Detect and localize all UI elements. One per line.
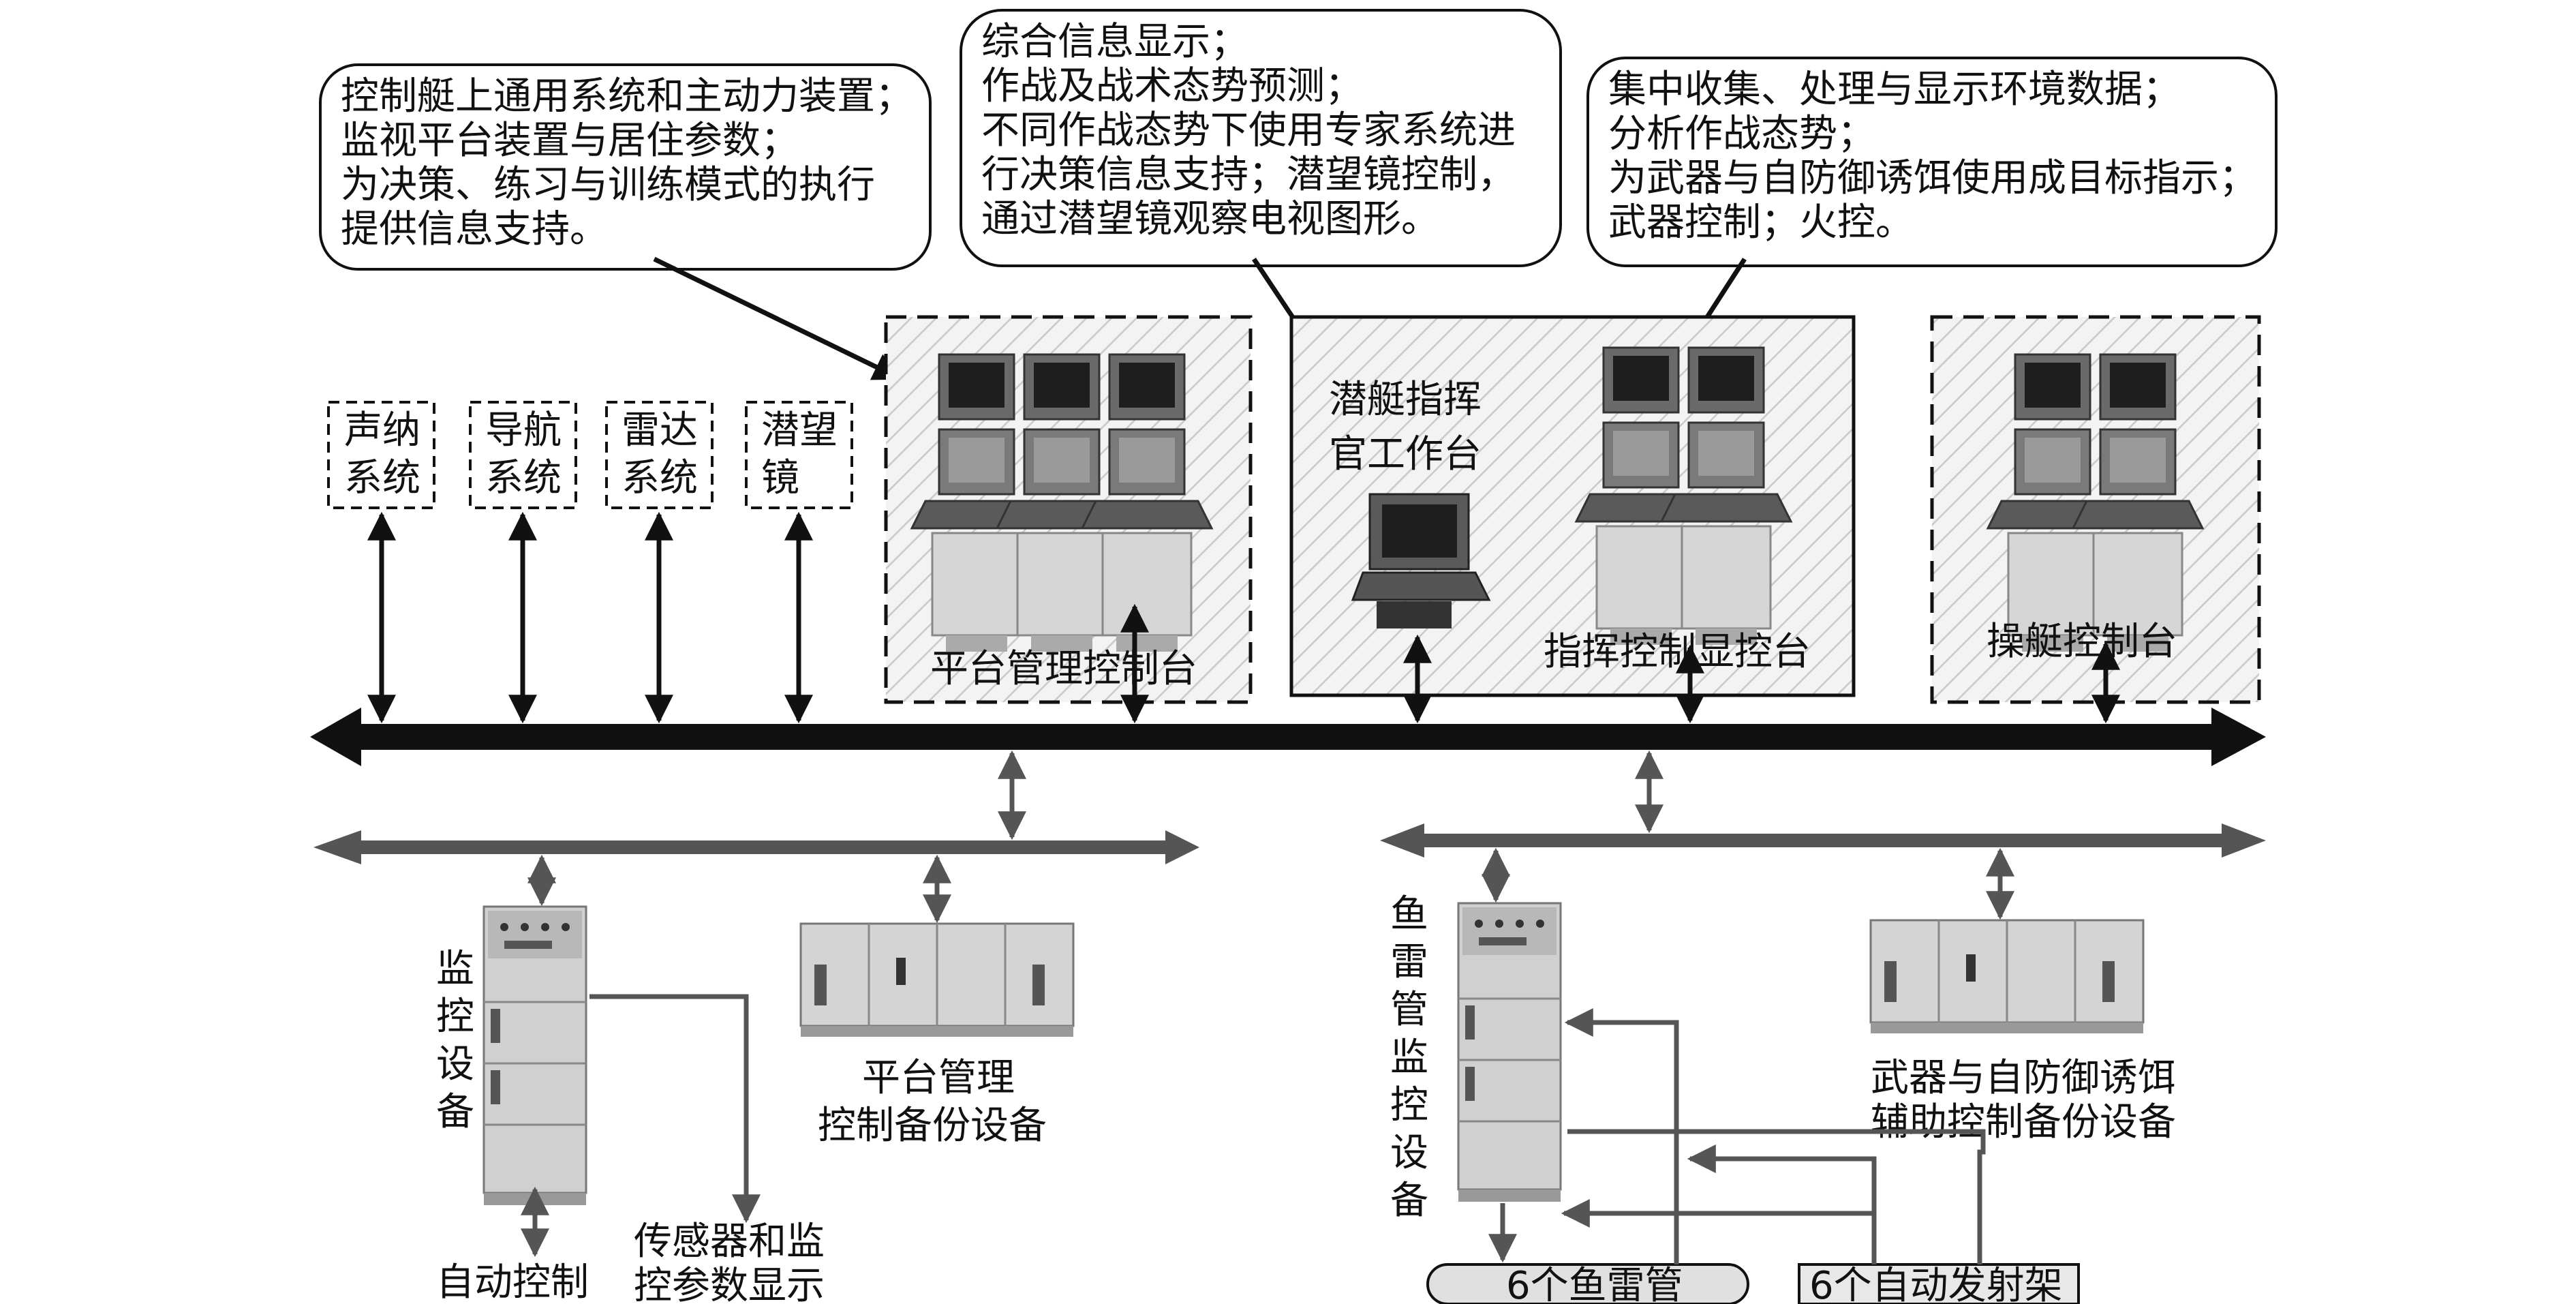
- main-network-bus: [310, 708, 2266, 766]
- monitoring-label-char-4: 备: [436, 1090, 474, 1134]
- callout-command-line-2: 作战及战术态势预测；: [981, 64, 1363, 108]
- platform-backup-line-1: 平台管理: [862, 1056, 1015, 1100]
- torpedo-label-char-5: 控: [1390, 1083, 1428, 1127]
- radar-system-box: 雷达 系统: [605, 401, 714, 509]
- tubes-feedback-link-1: [1564, 1008, 1679, 1264]
- platform-console-image: [910, 353, 1213, 653]
- navigation-system-box: 导航 系统: [469, 401, 577, 509]
- callout-command-line-5: 通过潜望镜观察电视图形。: [981, 197, 1439, 241]
- weapon-sub-bus: [1380, 823, 2266, 858]
- launchers-feedback-link-1: [1687, 1144, 1877, 1264]
- radar-system-line-1: 雷达: [622, 408, 698, 453]
- auto-launchers-box: 6个自动发射架: [1798, 1263, 2080, 1304]
- torpedo-label-char-1: 鱼: [1390, 892, 1428, 937]
- callout-command: 综合信息显示； 作战及战术态势预测； 不同作战态势下使用专家系统进 行决策信息支…: [960, 9, 1562, 267]
- navigation-system-line-1: 导航: [485, 408, 562, 453]
- callout-platform-line-3: 为决策、练习与训练模式的执行: [341, 163, 875, 207]
- launchers-feedback-link-2: [1567, 1129, 1986, 1264]
- platform-backup-equipment: 平台管理 控制备份设备: [799, 922, 1075, 1148]
- helm-console-label: 操艇控制台: [1987, 620, 2177, 664]
- weapon-backup-equipment: 武器与自防御诱饵 辅助控制备份设备: [1869, 919, 2176, 1144]
- torpedo-tubes-box: 6个鱼雷管: [1426, 1263, 1749, 1304]
- sensor-display-line-1: 传感器和监: [634, 1219, 825, 1264]
- torpedo-label-char-4: 监: [1390, 1035, 1428, 1080]
- weapon-backup-line-2: 辅助控制备份设备: [1871, 1100, 2176, 1144]
- sonar-system-line-2: 系统: [344, 456, 420, 500]
- sonar-system-line-1: 声纳: [344, 408, 420, 453]
- torpedo-label-char-7: 备: [1390, 1179, 1428, 1223]
- helm-console-panel: 操艇控制台: [1930, 315, 2261, 704]
- callout-command-line-3: 不同作战态势下使用专家系统进: [981, 108, 1516, 153]
- command-console-label: 指挥控制显控台: [1544, 630, 1811, 674]
- callout-weapon-line-3: 为武器与自防御诱饵使用成目标指示；: [1608, 156, 2257, 200]
- commander-station-line-2: 官工作台: [1329, 432, 1482, 476]
- commander-station-image: [1351, 493, 1491, 628]
- periscope-line-2: 镜: [761, 456, 799, 500]
- torpedo-tube-monitoring-equipment: 鱼 雷 管 监 控 设 备: [1390, 892, 1562, 1223]
- callout-platform-line-4: 提供信息支持。: [341, 207, 608, 252]
- platform-sub-bus: [313, 830, 1199, 864]
- monitoring-label-char-3: 设: [436, 1042, 474, 1087]
- monitoring-label-char-2: 控: [436, 995, 474, 1039]
- periscope-box: 潜望 镜: [745, 401, 853, 509]
- callout-weapon: 集中收集、处理与显示环境数据； 分析作战态势； 为武器与自防御诱饵使用成目标指示…: [1586, 57, 2278, 267]
- commander-station-line-1: 潜艇指挥: [1329, 378, 1482, 422]
- weapon-backup-line-1: 武器与自防御诱饵: [1871, 1056, 2176, 1100]
- torpedo-label-char-2: 雷: [1390, 940, 1428, 984]
- callout-weapon-line-2: 分析作战态势；: [1608, 112, 1875, 156]
- callout-platform-pointer: [653, 256, 902, 381]
- monitoring-label-char-1: 监: [436, 947, 474, 991]
- callout-weapon-line-4: 武器控制；火控。: [1608, 200, 1914, 245]
- platform-console-panel: 平台管理控制台: [884, 315, 1253, 704]
- sonar-system-box: 声纳 系统: [327, 401, 435, 509]
- command-console-panel: 潜艇指挥 官工作台 指挥控制显控台: [1289, 315, 1856, 697]
- callout-platform-line-1: 控制艇上通用系统和主动力装置；: [341, 74, 913, 119]
- callout-command-line-4: 行决策信息支持；潜望镜控制，: [981, 153, 1516, 197]
- platform-console-label: 平台管理控制台: [930, 647, 1197, 691]
- periscope-line-1: 潜望: [761, 408, 838, 453]
- radar-system-line-2: 系统: [622, 456, 698, 500]
- sensor-display-link: [589, 994, 761, 1224]
- torpedo-tubes-label: 6个鱼雷管: [1506, 1264, 1683, 1304]
- callout-platform: 控制艇上通用系统和主动力装置； 监视平台装置与居住参数； 为决策、练习与训练模式…: [319, 63, 932, 271]
- auto-launchers-label: 6个自动发射架: [1809, 1264, 2063, 1304]
- callout-command-line-1: 综合信息显示；: [981, 20, 1248, 64]
- navigation-system-line-2: 系统: [485, 456, 562, 500]
- platform-backup-line-2: 控制备份设备: [818, 1104, 1047, 1148]
- auto-control-label: 自动控制: [436, 1260, 589, 1304]
- callout-weapon-line-1: 集中收集、处理与显示环境数据；: [1608, 67, 2181, 112]
- callout-platform-line-2: 监视平台装置与居住参数；: [341, 119, 799, 163]
- monitoring-equipment: 监 控 设 备: [436, 905, 587, 1207]
- torpedo-label-char-6: 设: [1390, 1131, 1428, 1175]
- torpedo-label-char-3: 管: [1390, 988, 1428, 1032]
- sensor-display-line-2: 控参数显示: [634, 1264, 825, 1304]
